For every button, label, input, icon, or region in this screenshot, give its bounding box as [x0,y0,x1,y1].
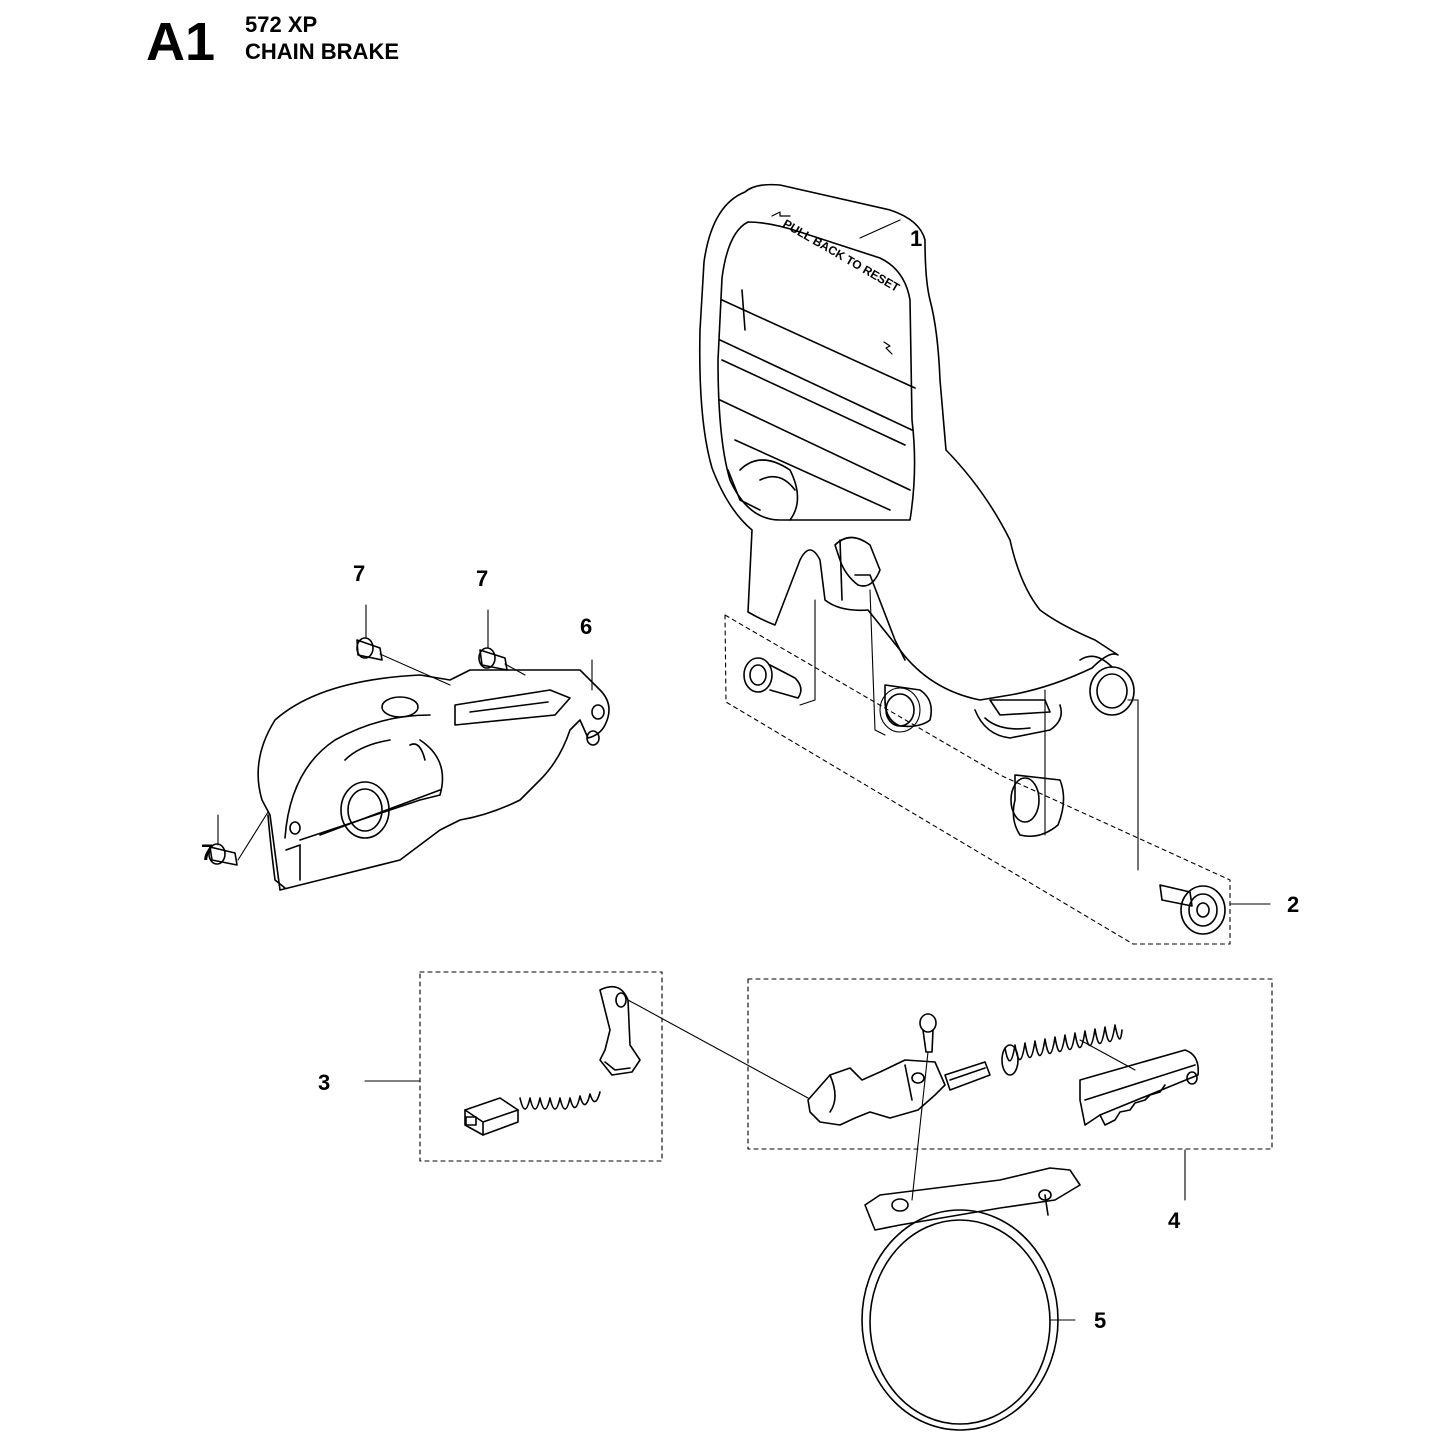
assembly-box-2 [724,614,1231,945]
bushing-parts [743,589,1271,935]
callout-6: 6 [580,614,592,639]
trigger-spring-parts [364,985,809,1136]
assembly-box-3 [419,971,663,1162]
callout-7-right: 7 [476,566,488,591]
callout-2: 2 [1287,892,1299,917]
model-name: 572 XP [245,12,318,37]
guard-warning-text: PULL BACK TO RESET [781,216,903,295]
callout-5: 5 [1094,1308,1106,1333]
cover-plate-part [208,604,610,891]
callout-7-left: 7 [353,561,365,586]
brake-band-part [861,1167,1081,1431]
assembly-box-4 [747,978,1273,1150]
callout-7-bottom: 7 [201,840,213,865]
callout-labels: 1 2 3 4 5 6 7 7 7 [201,226,1299,1333]
brake-lever-parts [807,1013,1200,1201]
callout-4: 4 [1168,1208,1181,1233]
callout-3: 3 [318,1070,330,1095]
callout-1: 1 [910,226,922,251]
section-id: A1 [146,12,216,72]
section-title: CHAIN BRAKE [245,39,399,64]
hand-guard-part: PULL BACK TO RESET [698,183,1135,739]
